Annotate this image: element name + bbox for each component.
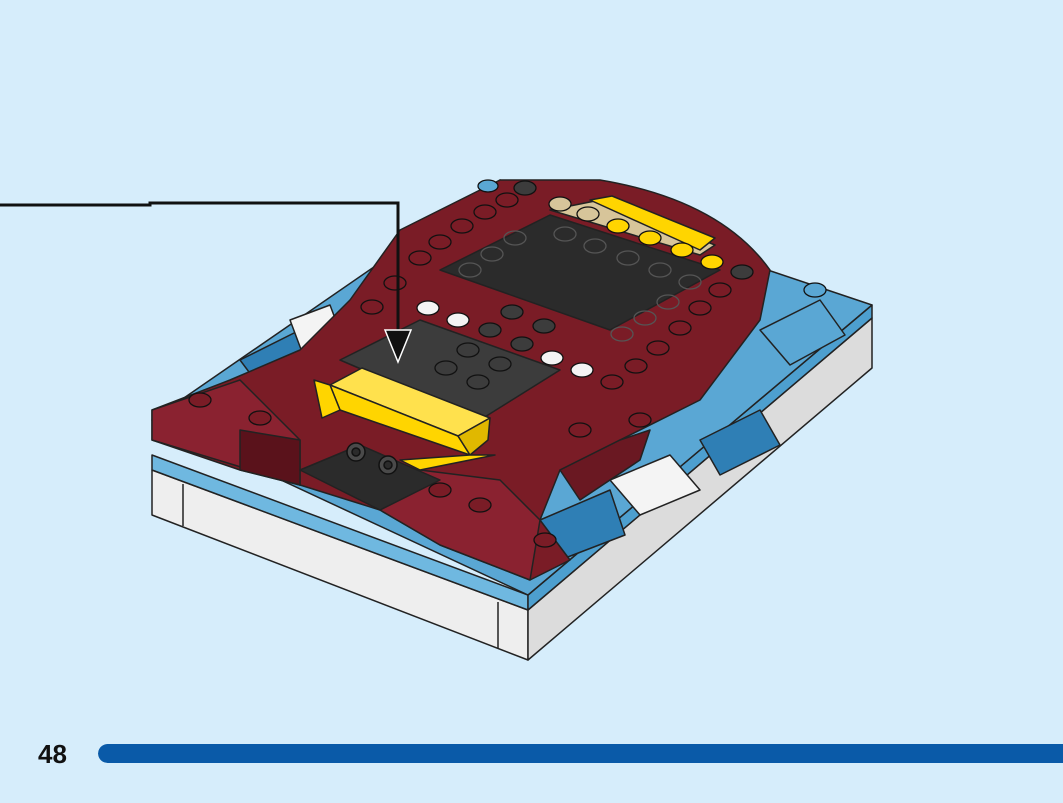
progress-bar bbox=[98, 744, 1063, 763]
page-number: 48 bbox=[38, 739, 67, 769]
callout-arrow-icon bbox=[0, 201, 413, 364]
technic-holes bbox=[346, 442, 398, 475]
yellow-new-part bbox=[313, 367, 496, 471]
progress-bar-fill bbox=[98, 744, 1063, 763]
studs bbox=[188, 179, 827, 548]
